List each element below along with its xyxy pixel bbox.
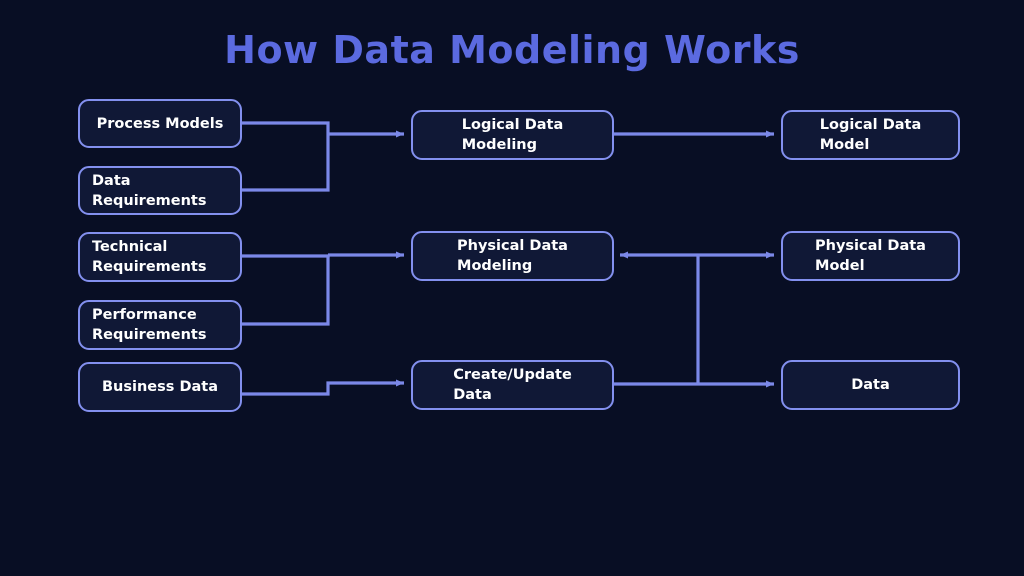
edge-business-data-to-create-update [242,379,404,396]
node-label: Technical Requirements [92,239,207,275]
page-title: How Data Modeling Works [224,28,800,72]
node-label: Process Models [96,115,224,132]
node-data[interactable]: Data [781,360,960,410]
node-data-requirements[interactable]: Data Requirements [78,166,242,215]
node-label: Physical Data Modeling [457,238,568,274]
node-label: Data [851,377,890,393]
node-business-data[interactable]: Business Data [78,362,242,412]
node-label: Logical Data Model [819,117,922,153]
edge-performance-requirements-to-physical-modeling [242,255,330,326]
node-physical-data-model[interactable]: Physical Data Model [781,231,960,281]
node-create-update-data[interactable]: Create/Update Data [411,360,614,410]
edge-data-requirements-to-logical-modeling [242,134,330,192]
node-logical-data-model[interactable]: Logical Data Model [781,110,960,160]
edge-process-models-to-logical-modeling [242,121,330,134]
node-label: Data Requirements [92,172,207,209]
edge-technical-requirements-to-physical-modeling [242,254,330,258]
node-physical-data-modeling[interactable]: Physical Data Modeling [411,231,614,281]
node-label: Physical Data Model [815,238,926,274]
node-label: Business Data [102,379,218,395]
node-label: Logical Data Modeling [461,117,564,153]
node-label: Create/Update Data [453,367,572,403]
node-process-models[interactable]: Process Models [78,99,242,148]
node-logical-data-modeling[interactable]: Logical Data Modeling [411,110,614,160]
node-performance-requirements[interactable]: Performance Requirements [78,300,242,350]
node-label: Performance Requirements [92,307,207,343]
node-technical-requirements[interactable]: Technical Requirements [78,232,242,282]
